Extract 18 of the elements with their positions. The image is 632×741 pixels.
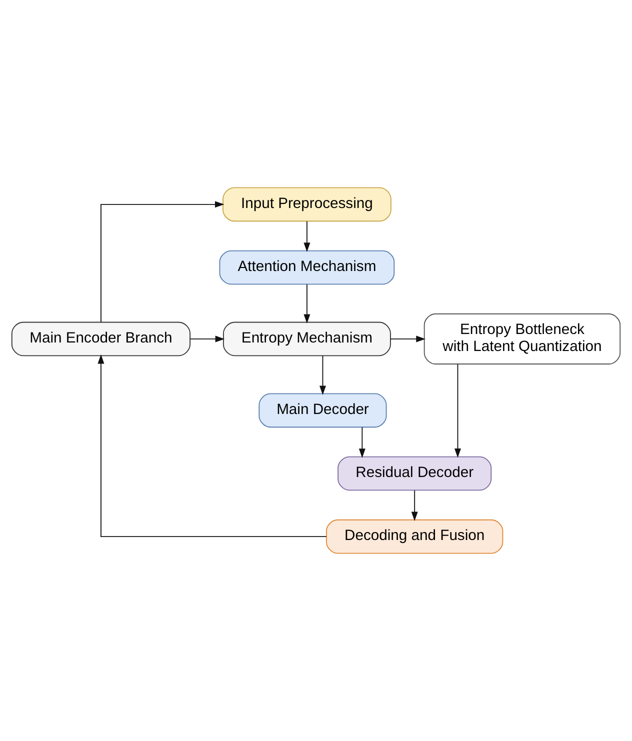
node-box: Decoding and Fusion bbox=[326, 519, 504, 554]
node-box: Entropy Bottleneck with Latent Quantization bbox=[424, 313, 621, 364]
node-box: Input Preprocessing bbox=[222, 187, 392, 222]
node-box: Main Encoder Branch bbox=[11, 322, 190, 356]
arrow bbox=[100, 201, 224, 323]
arrow bbox=[390, 336, 426, 342]
arrow bbox=[98, 354, 327, 538]
arrow bbox=[304, 220, 310, 252]
node-box: Attention Mechanism bbox=[219, 250, 395, 285]
arrow bbox=[190, 336, 225, 342]
node-box: Main Decoder bbox=[258, 393, 387, 428]
arrow bbox=[304, 284, 310, 324]
arrow bbox=[454, 364, 461, 458]
arrow bbox=[411, 490, 418, 522]
arrow bbox=[358, 426, 366, 458]
node-box: Residual Decoder bbox=[338, 456, 492, 491]
node-box: Entropy Mechanism bbox=[222, 322, 391, 356]
arrow bbox=[319, 355, 326, 395]
